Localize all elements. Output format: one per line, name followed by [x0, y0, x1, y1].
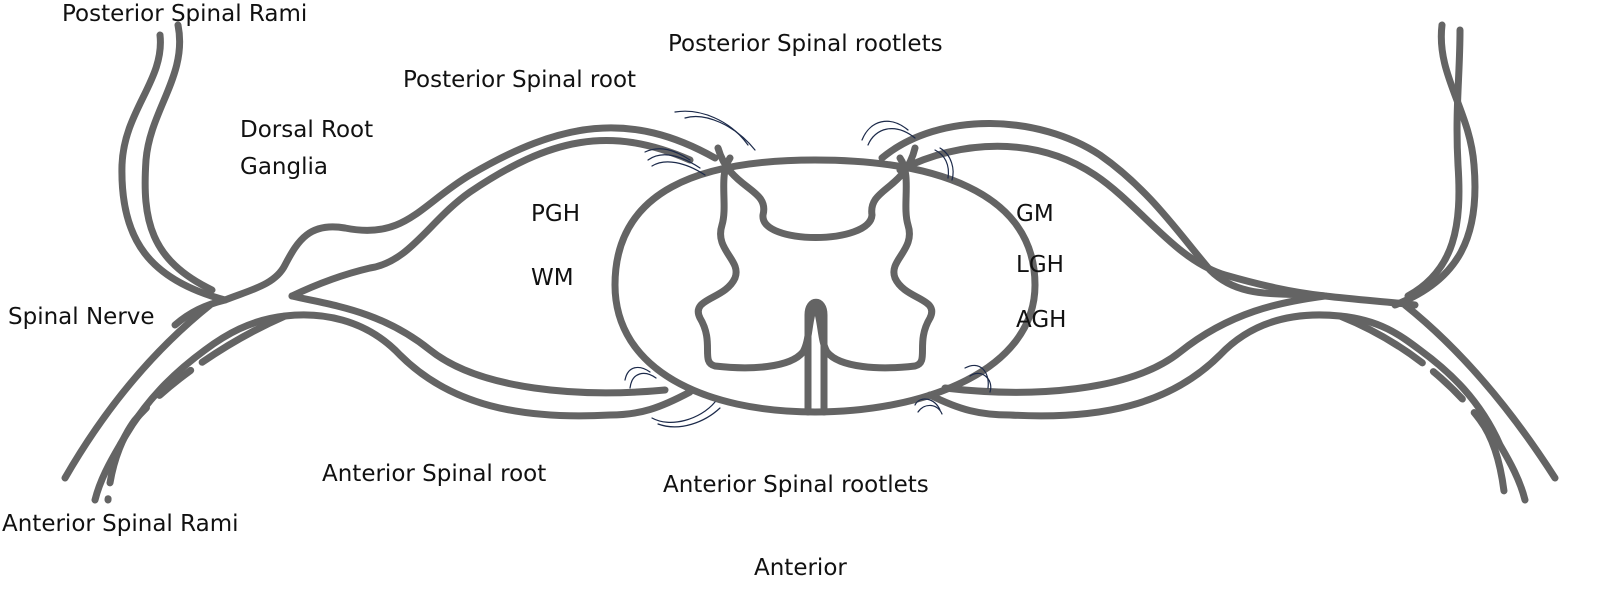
label-anterior-spinal-root: Anterior Spinal root [322, 461, 547, 487]
label-posterior-spinal-rootlets: Posterior Spinal rootlets [668, 31, 943, 57]
left-anterior-spinal-root [288, 292, 669, 397]
label-anterior-spinal-rami: Anterior Spinal Rami [2, 511, 239, 537]
label-pgh: PGH [531, 201, 580, 227]
right-spinal-nerve [1401, 301, 1559, 482]
spinal-cord-outline [611, 156, 1039, 416]
right-anterior-spinal-rami [1336, 312, 1509, 504]
left-anterior-spinal-rami [104, 312, 289, 504]
label-dorsal-root-ganglia-line2: Ganglia [240, 154, 328, 180]
right-posterior-spinal-root [878, 120, 1419, 309]
label-gm: GM [1016, 201, 1054, 227]
posterior-rootlets-right [861, 120, 954, 181]
anterior-rootlets-right [914, 364, 992, 415]
label-anterior-spinal-rootlets: Anterior Spinal rootlets [663, 472, 929, 498]
label-agh: AGH [1016, 307, 1067, 333]
gray-matter-outline [694, 144, 936, 372]
label-posterior-spinal-root: Posterior Spinal root [403, 67, 637, 93]
left-posterior-spinal-rami-inner [141, 21, 216, 294]
right-posterior-spinal-root-inner [896, 142, 1329, 300]
label-wm: WM [531, 265, 574, 291]
label-anterior: Anterior [754, 555, 847, 581]
label-posterior-spinal-rami: Posterior Spinal Rami [62, 1, 308, 27]
right-posterior-spinal-rami-inner [1404, 26, 1464, 300]
left-posterior-spinal-rami [118, 31, 229, 304]
label-spinal-nerve: Spinal Nerve [8, 304, 155, 330]
left-spinal-nerve [61, 301, 214, 482]
anterior-median-fissure [804, 298, 828, 416]
right-anterior-spinal-root-outer [926, 311, 1529, 504]
right-posterior-spinal-rami [1391, 21, 1479, 309]
anterior-rootlets-left [624, 366, 721, 428]
label-lgh: LGH [1016, 252, 1064, 278]
label-dorsal-root-ganglia-line1: Dorsal Root [240, 117, 374, 143]
left-posterior-spinal-root-inner [288, 137, 694, 300]
right-anterior-spinal-root [941, 292, 1329, 396]
posterior-rootlets-left [644, 110, 756, 176]
